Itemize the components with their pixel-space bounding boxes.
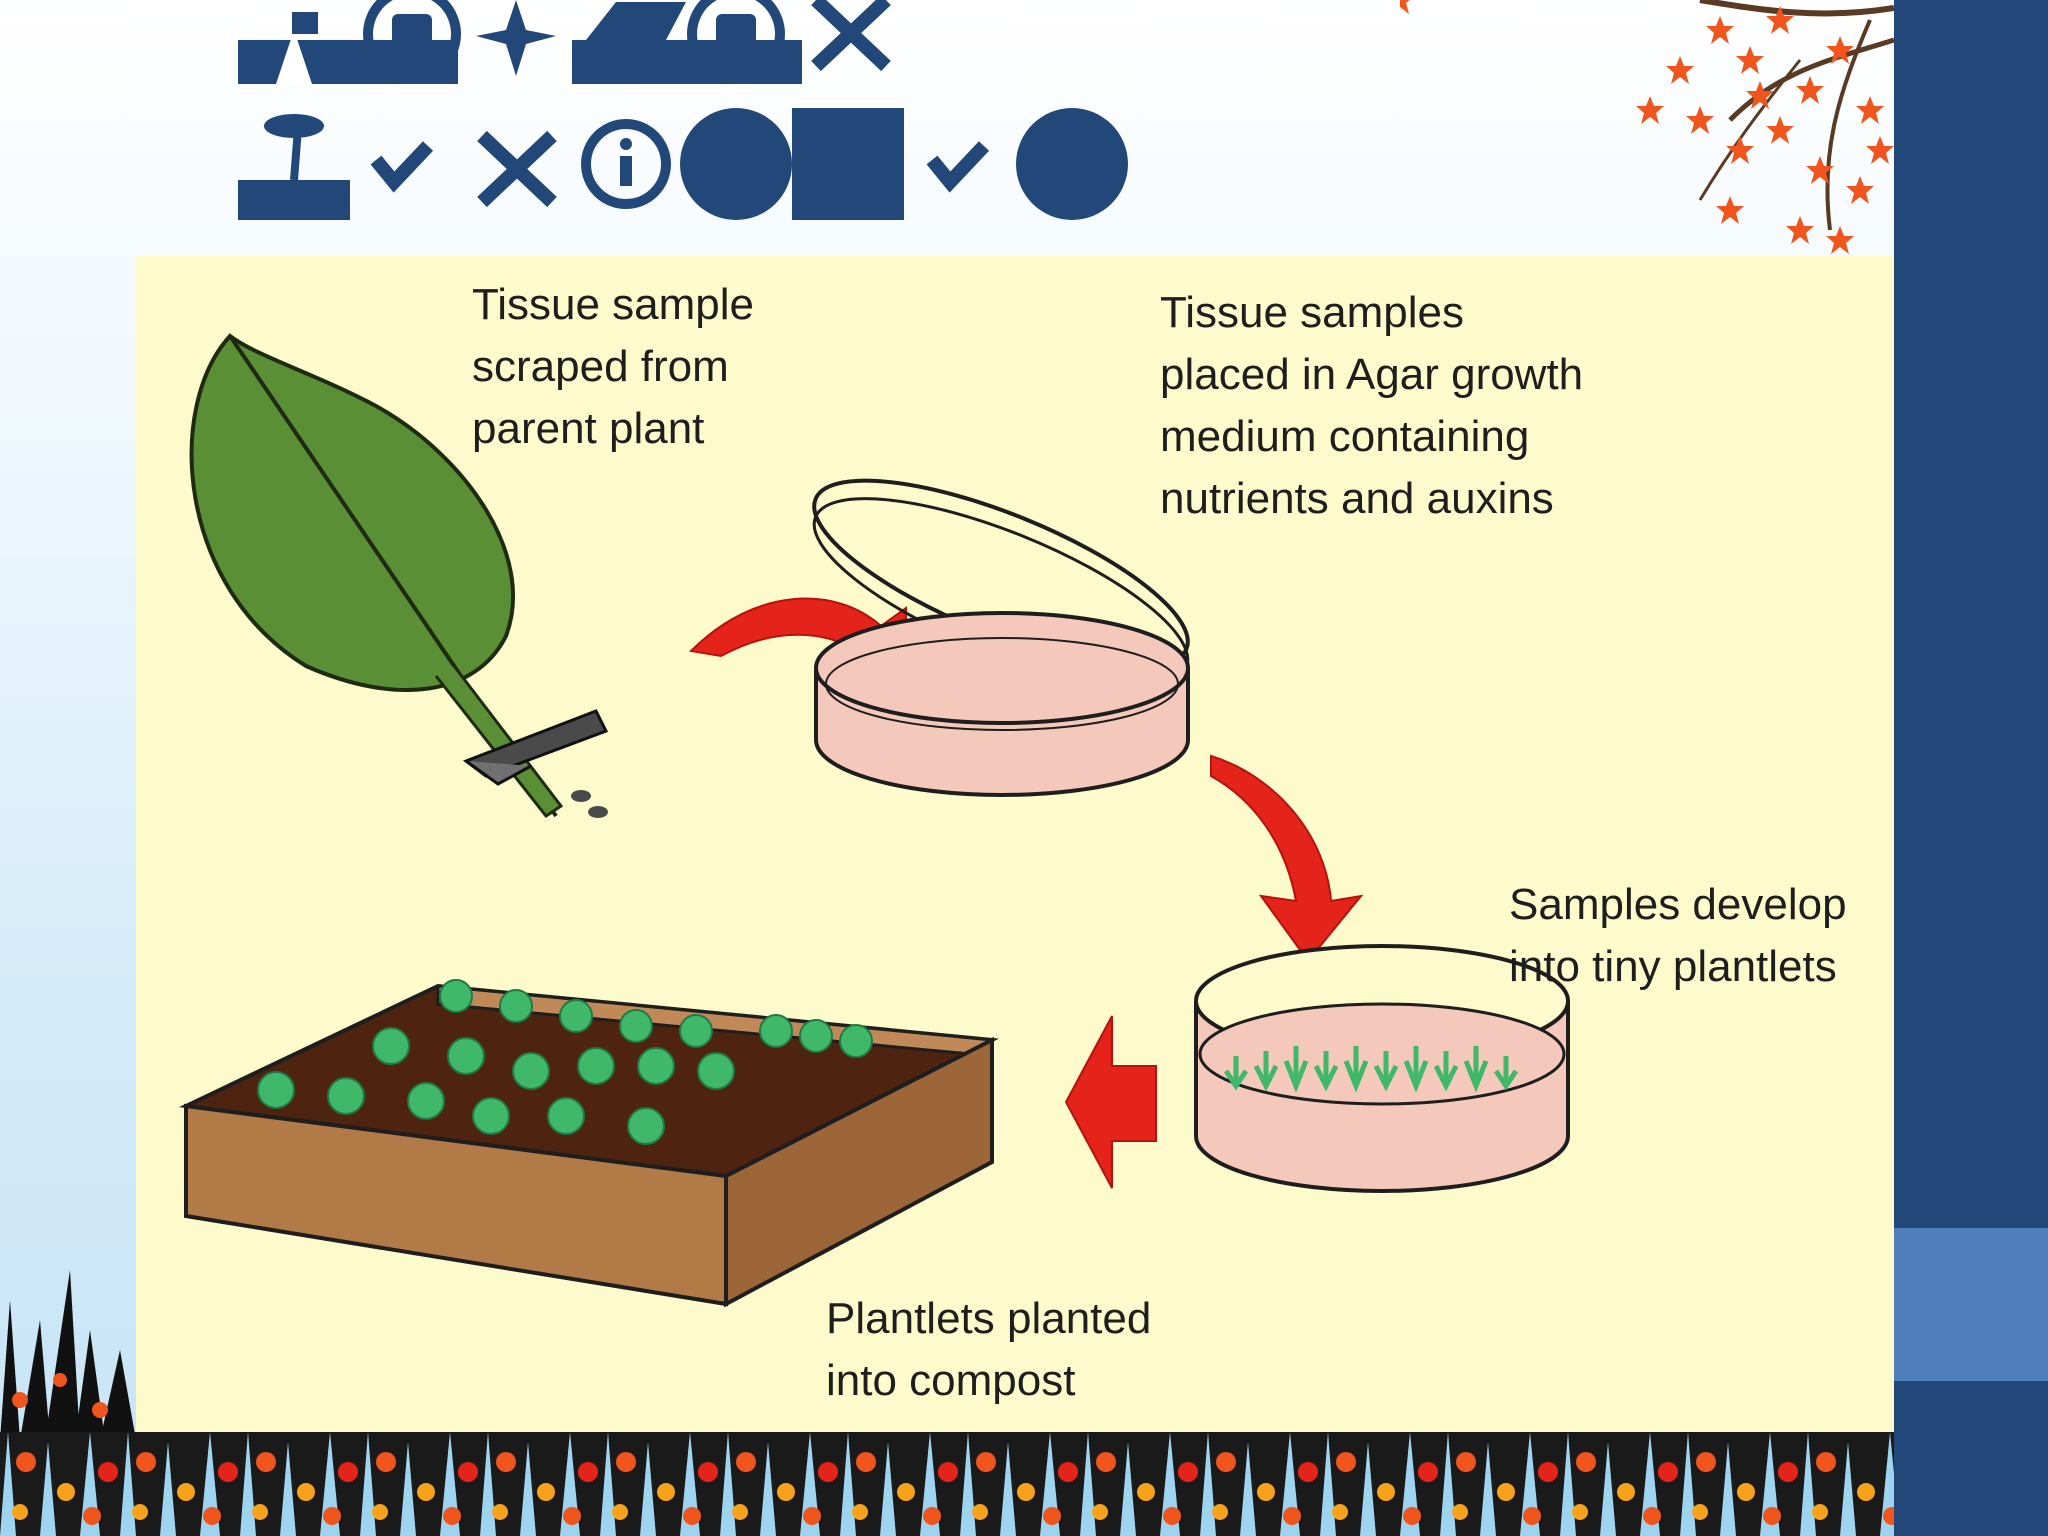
tiny-plantlets (1223, 1046, 1519, 1093)
caption-planted-compost: Plantlets planted into compost (826, 1294, 1152, 1405)
arrow-to-plantlets (1210, 754, 1364, 963)
bus-icon (348, 0, 461, 84)
caption-plantlets-develop: Samples develop into tiny plantlets (1509, 880, 1847, 991)
train-icon (572, 2, 802, 84)
check-icon (926, 141, 990, 193)
caption-agar-medium: Tissue samples placed in Agar growth med… (1160, 288, 1584, 523)
plantlet-petri-dish (1194, 944, 1570, 1193)
diagram-artwork (179, 333, 1570, 1308)
close-icon (811, 0, 891, 72)
footer-artwork (0, 1432, 1894, 1536)
agar-petri-dish (812, 478, 1190, 797)
close-icon (477, 130, 557, 208)
theme-accent-block (1894, 1228, 2048, 1381)
check-icon (370, 141, 434, 193)
planted-plantlets (257, 979, 873, 1145)
info-icon (581, 119, 671, 209)
circle-icon (680, 108, 792, 220)
autumn-grass-footer (0, 1432, 1894, 1536)
bus-icon (687, 0, 785, 83)
autumn-branch-decoration (1400, 0, 1894, 254)
compost-tray (179, 979, 999, 1308)
square-icon (792, 108, 904, 220)
compass-star-icon (476, 0, 556, 76)
grass-decoration-left (0, 1270, 136, 1440)
title-icon-row (238, 0, 1128, 220)
scalpel (462, 709, 609, 818)
caption-tissue-sample: Tissue sample scraped from parent plant (472, 280, 755, 453)
road-icon (238, 12, 348, 84)
island-icon (238, 114, 350, 220)
arrow-to-compost (1064, 1015, 1157, 1189)
tissue-culture-diagram: Tissue sample scraped from parent plant … (136, 256, 1894, 1432)
circle-icon (1016, 108, 1128, 220)
